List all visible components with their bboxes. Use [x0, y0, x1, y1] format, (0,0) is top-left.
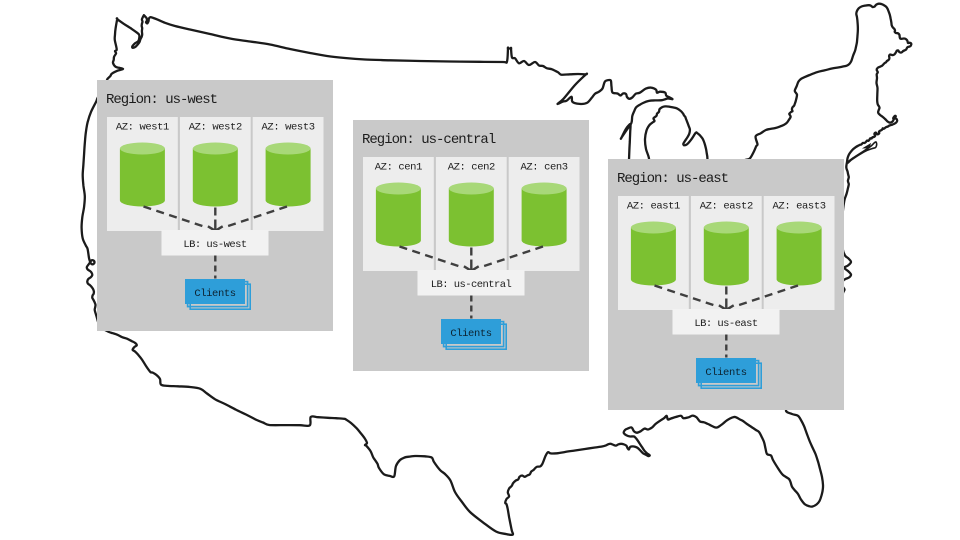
svg-text:LB: us-west: LB: us-west [183, 239, 247, 251]
svg-text:Region: us-central: Region: us-central [362, 132, 496, 148]
svg-text:AZ: cen3: AZ: cen3 [520, 161, 567, 173]
svg-text:Clients: Clients [705, 367, 746, 379]
svg-text:AZ: west2: AZ: west2 [189, 122, 242, 134]
svg-text:AZ: east3: AZ: east3 [773, 201, 826, 213]
svg-text:AZ: cen2: AZ: cen2 [447, 161, 494, 173]
svg-text:Region: us-west: Region: us-west [106, 92, 217, 108]
svg-text:AZ: west3: AZ: west3 [262, 122, 315, 134]
svg-text:Region: us-east: Region: us-east [617, 171, 728, 187]
svg-text:AZ: west1: AZ: west1 [116, 122, 169, 134]
svg-text:LB: us-central: LB: us-central [430, 279, 511, 291]
svg-text:AZ: east2: AZ: east2 [700, 201, 753, 213]
svg-text:AZ: east1: AZ: east1 [627, 201, 680, 213]
svg-text:Clients: Clients [450, 327, 491, 339]
svg-text:Clients: Clients [194, 288, 235, 300]
svg-text:AZ: cen1: AZ: cen1 [374, 161, 421, 173]
svg-text:LB: us-east: LB: us-east [694, 318, 758, 330]
